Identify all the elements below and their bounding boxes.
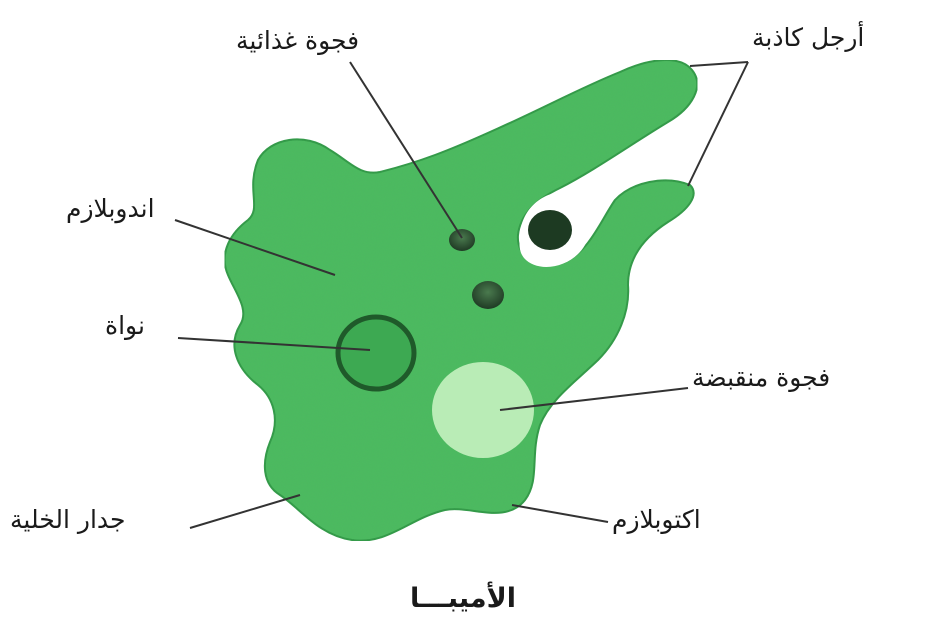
amoeba-body (225, 60, 697, 541)
label-cell-membrane: جدار الخلية (10, 507, 125, 532)
label-pseudopodia: أرجل كاذبة (752, 25, 864, 50)
diagram-caption: الأميبـــا (410, 585, 516, 612)
food-vacuole-2 (472, 281, 504, 309)
leader-ectoplasm (512, 505, 608, 522)
food-vacuole (449, 229, 475, 251)
contractile-vacuole (432, 362, 534, 458)
label-contractile-vacuole: فجوة منقبضة (692, 365, 830, 390)
label-nucleus: نواة (105, 313, 145, 338)
leader-pseudopodia-a (690, 62, 748, 66)
label-endoplasm: اندوبلازم (66, 196, 155, 221)
label-ectoplasm: اكتوبلازم (612, 507, 701, 532)
nucleus (338, 317, 414, 389)
leader-cell-membrane (190, 495, 300, 528)
food-particle (528, 210, 572, 250)
label-food-vacuole: فجوة غذائية (236, 28, 359, 53)
